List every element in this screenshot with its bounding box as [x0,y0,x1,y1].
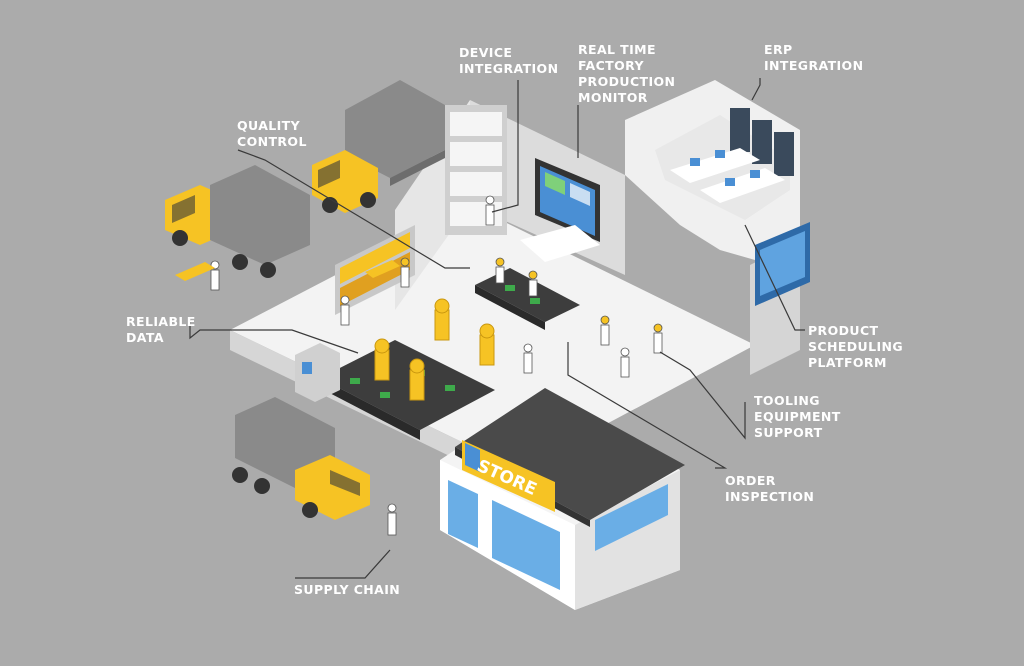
device-integration-label: DEVICE INTEGRATION [459,45,559,76]
tooling-equipment-label: TOOLING EQUIPMENT SUPPORT [754,393,841,440]
leader-lines [189,78,805,579]
store-side-window [595,484,668,551]
truck-top-left [165,165,310,278]
supply-chain-label: SUPPLY CHAIN [294,582,401,597]
truck-top-right [312,80,445,213]
erp-integration-label: ERP INTEGRATION [764,42,864,73]
store-building [440,388,685,610]
server-racks [730,108,794,176]
workers [210,195,663,536]
product-scheduling-label: PRODUCT SCHEDULING PLATFORM [808,323,904,370]
quality-control-label: QUALITY CONTROL [237,118,307,149]
store-door [448,480,478,548]
order-inspection-label: ORDER INSPECTION [725,473,815,504]
real-time-monitor-label: REAL TIME FACTORY PRODUCTION MONITOR [578,42,676,105]
office-desks [670,148,785,203]
store-roof [455,388,685,520]
production-monitor-screen [535,158,600,242]
control-desk [520,225,600,262]
pallet-jacks [175,260,400,281]
robot-arms [374,298,495,401]
shelving-unit [445,105,507,235]
inspection-machine [295,343,340,402]
truck-bottom-left [232,397,370,520]
store-window [492,500,560,590]
reliable-data-label: RELIABLE DATA [126,314,196,345]
store-sign-board [462,440,555,512]
conveyor-lower [320,340,495,440]
